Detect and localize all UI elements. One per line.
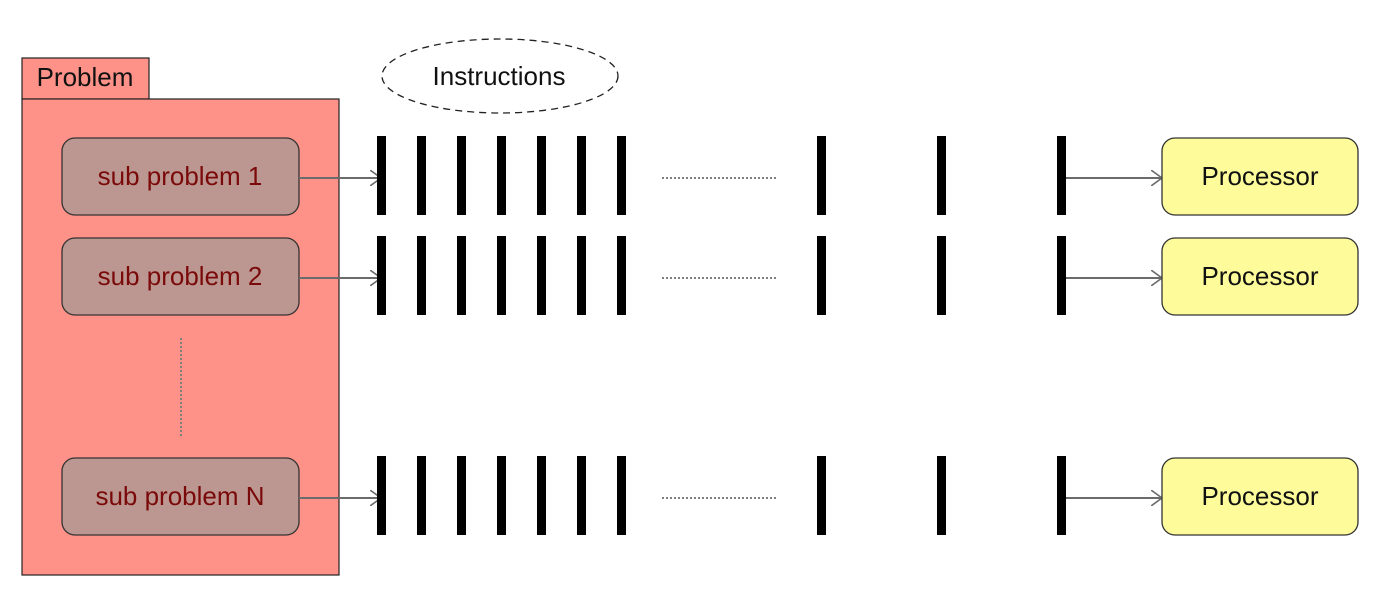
instruction-bar [577, 236, 586, 315]
instructions-ellipse [381, 38, 619, 114]
instructions-label-group: Instructions [381, 38, 619, 114]
instruction-bar [497, 236, 506, 315]
subproblem-label: sub problem N [95, 481, 264, 511]
processor-box [1161, 457, 1359, 536]
pipeline-row: sub problem 2 Processor [61, 236, 1359, 316]
instruction-bar [537, 236, 546, 315]
processor-box [1161, 237, 1359, 316]
instruction-bar [537, 136, 546, 215]
instruction-bar [457, 236, 466, 315]
instruction-bar [817, 456, 826, 535]
subproblem-box [61, 237, 300, 316]
instruction-bar [457, 456, 466, 535]
instruction-bar [417, 456, 426, 535]
instruction-bar [1057, 456, 1066, 535]
processor-label: Processor [1201, 161, 1318, 191]
problem-tab [21, 57, 150, 100]
instruction-bar [537, 456, 546, 535]
processor-label: Processor [1201, 261, 1318, 291]
instructions-label: Instructions [433, 61, 566, 91]
instruction-bar [577, 456, 586, 535]
instruction-bar [1057, 236, 1066, 315]
instruction-bar [497, 136, 506, 215]
instruction-bar [937, 136, 946, 215]
instruction-bar [937, 456, 946, 535]
instruction-bar [457, 136, 466, 215]
problem-tab-label: Problem [37, 62, 134, 92]
instruction-bar [817, 236, 826, 315]
instruction-bar [1057, 136, 1066, 215]
subproblem-box [61, 457, 300, 536]
instruction-bar [577, 136, 586, 215]
instruction-bar [817, 136, 826, 215]
instruction-bar [377, 136, 386, 215]
pipeline-row: sub problem 1 Processor [61, 136, 1359, 216]
instruction-bar [937, 236, 946, 315]
instruction-bar [417, 136, 426, 215]
processor-label: Processor [1201, 481, 1318, 511]
instruction-bar [377, 456, 386, 535]
instruction-bars [377, 136, 1066, 215]
pipeline-row: sub problem N Processor [61, 456, 1359, 536]
instruction-bar [617, 136, 626, 215]
instruction-bar [617, 456, 626, 535]
processor-box [1161, 137, 1359, 216]
instruction-bars [377, 236, 1066, 315]
instruction-bar [417, 236, 426, 315]
subproblem-box [61, 137, 300, 216]
subproblem-label: sub problem 2 [98, 261, 263, 291]
instruction-bars [377, 456, 1066, 535]
instruction-bar [497, 456, 506, 535]
instruction-bar [617, 236, 626, 315]
instruction-bar [377, 236, 386, 315]
subproblem-label: sub problem 1 [98, 161, 263, 191]
